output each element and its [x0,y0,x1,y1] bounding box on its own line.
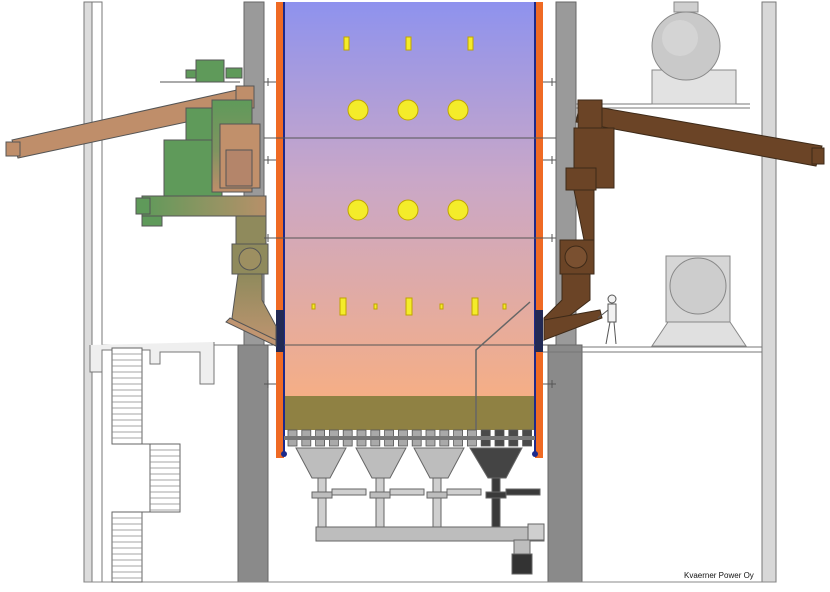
furnace-interior [284,2,535,396]
ash-hoppers [295,447,545,575]
nozzle-header [284,436,535,440]
left-fuel-feeder [5,59,277,347]
credit-label: Kvaerner Power Oy [684,571,754,580]
furnace-ports [311,36,507,316]
wall-brackets [264,78,556,388]
air-nozzle-row [284,429,535,447]
stair-treads [112,353,180,579]
person-figure [597,294,617,345]
right-wall-stripe [535,2,543,458]
furnace [264,2,556,458]
building-structure [83,1,777,583]
right-fuel-feeder [543,99,825,342]
staircase [111,347,181,583]
fluidized-bed [284,396,535,430]
pressure-sphere [651,1,737,105]
left-wall-stripe [276,2,284,458]
centrifugal-fan [651,255,747,347]
